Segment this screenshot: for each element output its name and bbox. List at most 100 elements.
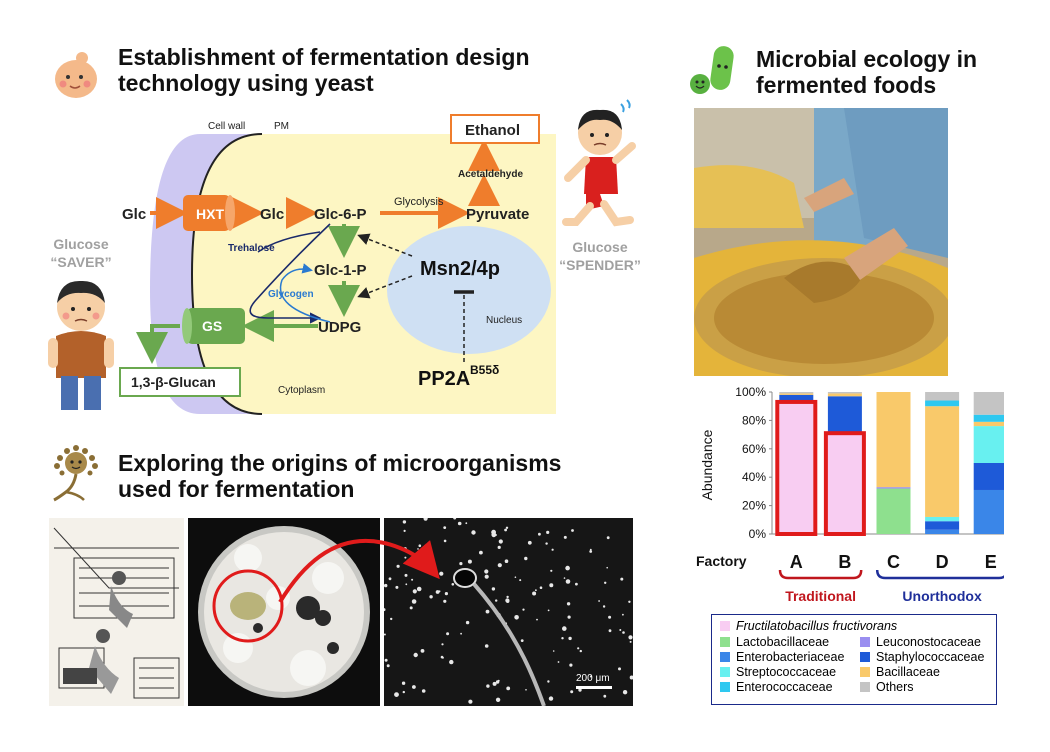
glc-label: Glc [260, 206, 284, 223]
spore-speck [460, 632, 462, 635]
spore-speck [390, 617, 393, 621]
spore-speck [396, 564, 400, 568]
spore-speck [495, 599, 498, 602]
spore-speck [628, 600, 631, 603]
spore-speck [547, 609, 550, 612]
x-tick-label: C [887, 552, 900, 572]
spore-speck [557, 661, 560, 663]
spore-speck [492, 681, 497, 686]
spore-speck [622, 613, 624, 616]
spore-speck [579, 649, 582, 653]
bar-segment [779, 394, 814, 402]
legend-item: Enterococcaceae [720, 680, 833, 694]
ecology-section-title: Microbial ecology in fermented foods [756, 46, 978, 98]
spore-speck [608, 629, 612, 633]
saver-character-illustration [48, 280, 114, 410]
y-axis-label: Abundance [699, 429, 715, 500]
glc6p-label: Glc-6-P [314, 206, 367, 223]
x-tick-label: B [838, 552, 851, 572]
ethanol-box [450, 114, 540, 144]
spore-speck [622, 690, 628, 695]
pyruvate-label: Pyruvate [466, 206, 529, 223]
saver-label-line1: Glucose [53, 236, 108, 252]
spore-speck [550, 569, 553, 572]
spore-speck [567, 615, 571, 619]
pp2a-subunit-label: B55δ [470, 363, 499, 377]
spore-speck [465, 522, 468, 525]
spore-speck [525, 689, 527, 691]
spore-speck [438, 590, 441, 593]
bar-segment [779, 401, 814, 534]
spore-speck [506, 595, 509, 599]
spore-speck [416, 586, 422, 592]
spore-speck [404, 573, 408, 577]
glucose-uptake-arrows [150, 139, 500, 229]
spore-speck [568, 636, 572, 641]
glc-outside-label: Glc [122, 206, 146, 223]
spore-speck [402, 690, 405, 694]
legend-item: Fructilatobacillus fructivorans [720, 619, 897, 633]
spore-speck [575, 582, 578, 586]
trehalose-glycogen-arrows [249, 223, 331, 324]
x-tick-label: D [936, 552, 949, 572]
spore-speck [440, 655, 444, 659]
spore-speck [618, 667, 621, 671]
spore-speck [566, 602, 571, 606]
legend-item: Enterobacteriaceae [720, 650, 844, 664]
spore-speck [606, 566, 608, 569]
spore-speck [439, 571, 444, 576]
trehalose-label: Trehalose [228, 243, 275, 254]
legend-swatch [860, 667, 870, 677]
spore-speck [563, 577, 566, 579]
msn-label: Msn2/4p [420, 258, 500, 280]
bar-segment [925, 529, 960, 534]
spore-speck [471, 530, 476, 535]
spore-speck [498, 539, 503, 544]
bar-segment [925, 521, 960, 530]
glycolysis-label: Glycolysis [394, 196, 444, 208]
spore-speck [527, 540, 532, 545]
spore-speck [491, 587, 496, 591]
spore-speck [421, 689, 426, 693]
spore-speck [563, 535, 567, 539]
spore-speck [562, 626, 567, 631]
bar-segment [876, 487, 911, 489]
glycogen-label: Glycogen [268, 289, 314, 300]
spore-speck [401, 681, 406, 685]
gs-label: GS [202, 318, 222, 334]
spore-speck [485, 609, 490, 614]
spore-speck [538, 532, 541, 536]
nucleus-label: Nucleus [486, 315, 522, 326]
spore-speck [589, 675, 592, 678]
group-label: Traditional [785, 588, 856, 604]
legend-swatch [720, 621, 730, 631]
spore-speck [395, 585, 399, 589]
spore-speck [413, 652, 418, 658]
spore-speck [384, 608, 386, 612]
pp2a-label: PP2A [418, 368, 470, 390]
regulation-arrows [357, 233, 474, 362]
spore-speck [443, 526, 447, 529]
y-tick-label: 0% [749, 527, 767, 541]
cell-wall-label: Cell wall [208, 121, 245, 132]
legend-swatch [720, 667, 730, 677]
spore-speck [571, 529, 574, 532]
spore-speck [504, 528, 507, 532]
bar-segment [779, 392, 814, 394]
spore-speck [435, 590, 440, 594]
spore-speck [606, 536, 610, 540]
spore-speck [457, 521, 462, 526]
bar-segment [973, 392, 1004, 415]
spore-speck [409, 606, 413, 610]
hxt-transporter [183, 195, 235, 231]
legend-item: Streptococcaceae [720, 665, 836, 679]
saver-label-line2: “SAVER” [50, 254, 111, 270]
legend-label: Staphylococcaceae [876, 650, 985, 664]
spore-speck [539, 586, 543, 589]
spore-speck [546, 530, 550, 534]
bar-segment [925, 406, 960, 517]
y-tick-label: 20% [742, 499, 766, 513]
yeast-section-title: Establishment of fermentation design tec… [118, 44, 530, 96]
